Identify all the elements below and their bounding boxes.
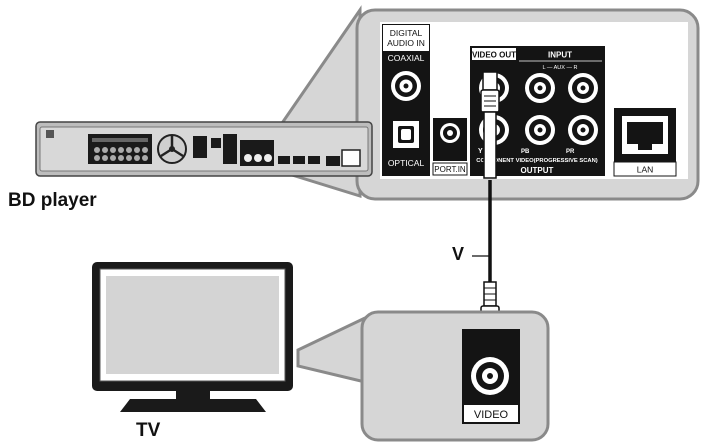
input-sub-label: L — AUX — R [543,65,578,71]
tv-device [92,262,293,412]
tv-video-jack [471,357,509,395]
input-r-jack [568,73,598,103]
coaxial-jack [391,71,421,101]
input-label: INPUT [548,51,572,60]
jack-pb-label: PB [521,149,530,155]
digital-audio-label-1: DIGITAL [390,28,423,38]
optical-label: OPTICAL [388,158,425,168]
component-video-label: COMPONENT VIDEO(PROGRESSIVE SCAN) [476,158,597,164]
coaxial-label: COAXIAL [388,53,425,63]
cable-plug-top [480,71,500,179]
optical-jack [393,121,419,148]
digital-audio-label-2: AUDIO IN [387,38,425,48]
lan-label: LAN [637,165,654,175]
lan-port [622,116,668,154]
jack-pr-label: PR [566,149,575,155]
tv-callout-wedge [296,315,367,384]
input-l-jack [525,73,555,103]
component-pb-jack [525,115,555,145]
tv-label: TV [136,420,161,441]
component-pr-jack [568,115,598,145]
output-label: OUTPUT [521,166,554,175]
video-out-label: VIDEO OUT [472,51,516,60]
cable-v-label: V [452,244,465,264]
tv-callout-box [360,310,550,442]
bd-player-device [35,121,373,177]
jack-y-label: Y [478,148,483,155]
tv-video-label: VIDEO [474,409,509,421]
port-in-label: PORT.IN [434,165,466,174]
port-in-jack [440,123,460,143]
bd-player-label: BD player [8,190,97,211]
